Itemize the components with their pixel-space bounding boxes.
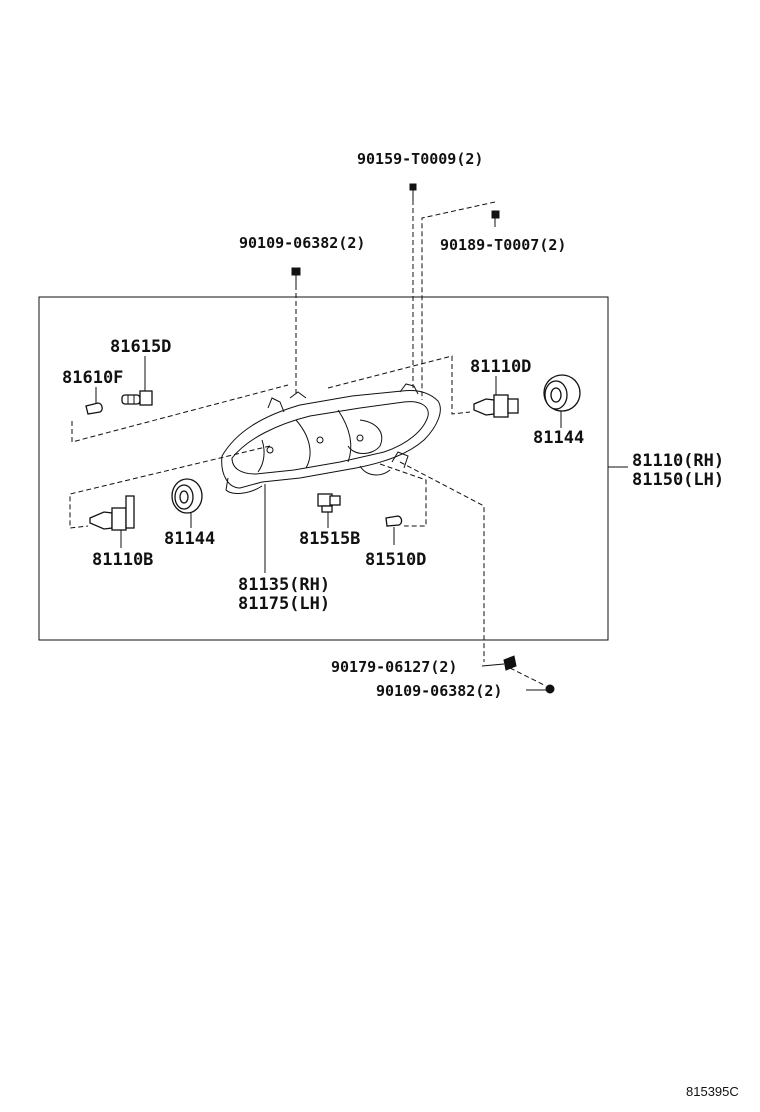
label-81515B: 81515B [299, 529, 360, 549]
label-81144-left: 81144 [164, 529, 215, 549]
label-81135-rh: 81135(RH) [238, 575, 330, 595]
bulb-81110D-icon [473, 394, 519, 418]
socket-81515B-icon [317, 493, 341, 513]
label-90109-top: 90109-06382(2) [239, 234, 365, 252]
assembly-frame [38, 296, 609, 641]
bolt-90109-bottom-icon [545, 684, 555, 694]
bulb-81610F-icon [85, 402, 103, 415]
leader-90189 [421, 201, 496, 400]
label-81110-rh: 81110(RH) [632, 451, 724, 471]
label-81610F: 81610F [62, 368, 123, 388]
label-81110B: 81110B [92, 550, 153, 570]
clip-90189-icon [491, 210, 500, 227]
label-90179: 90179-06127(2) [331, 658, 457, 676]
label-81510D: 81510D [365, 550, 426, 570]
leader-81610F-81615D [71, 384, 289, 443]
cap-81144-left-icon [171, 478, 203, 514]
cap-81144-right-icon [543, 374, 581, 412]
diagram-code: 815395C [686, 1084, 739, 1099]
leader-81510D [379, 463, 427, 527]
label-81110D: 81110D [470, 357, 531, 377]
nut-90179-icon [503, 655, 517, 671]
leader-81110B [69, 445, 271, 529]
bolt-90109-top-icon [291, 267, 301, 285]
bulb-81110B-icon [89, 495, 135, 531]
leader-81110D [327, 355, 471, 415]
label-81150-lh: 81150(LH) [632, 470, 724, 490]
label-90109-bottom: 90109-06382(2) [376, 682, 502, 700]
label-90189: 90189-T0007(2) [440, 236, 566, 254]
screw-90159-icon [409, 183, 417, 200]
label-81615D: 81615D [110, 337, 171, 357]
label-90159: 90159-T0009(2) [357, 150, 483, 168]
socket-81615D-icon [121, 390, 153, 406]
label-81144-right: 81144 [533, 428, 584, 448]
headlamp-housing [221, 383, 441, 494]
label-81175-lh: 81175(LH) [238, 594, 330, 614]
bulb-81510D-icon [385, 515, 403, 527]
